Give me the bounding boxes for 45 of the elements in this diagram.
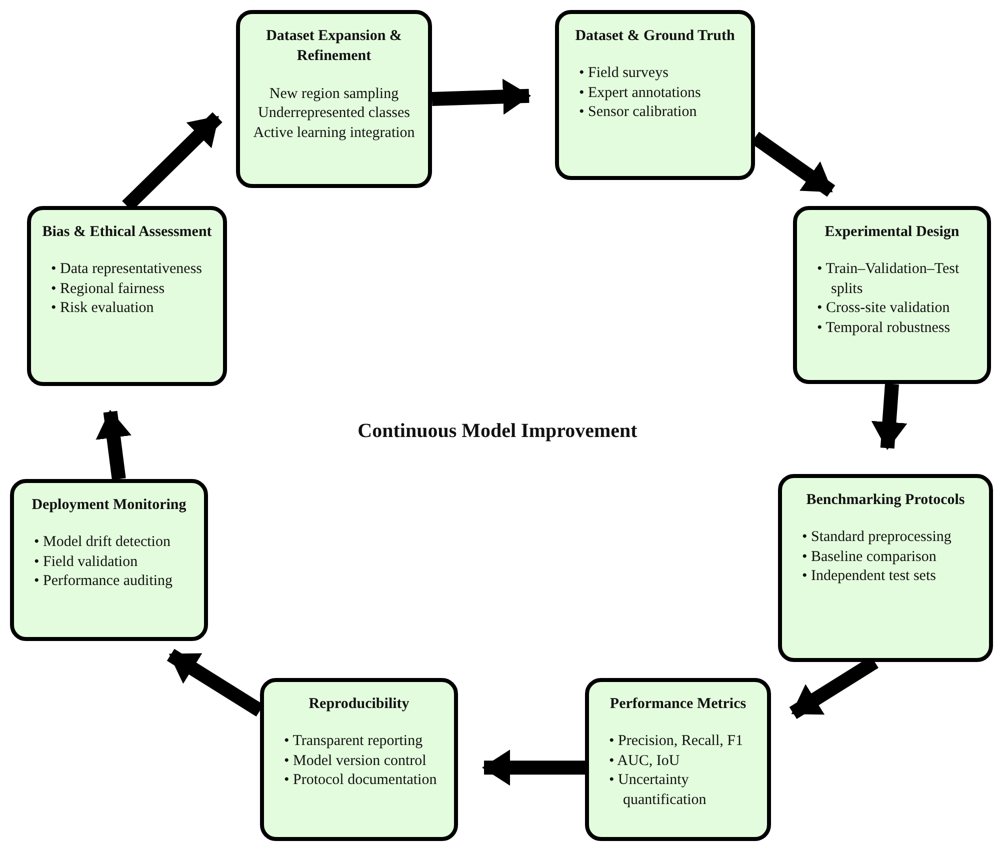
block-arrow (432, 78, 532, 115)
bullet-item: • Protocol documentation (284, 771, 438, 790)
bullet-item: • Temporal robustness (817, 318, 952, 338)
bullet-item: • AUC, IoU (609, 752, 681, 771)
box-text: Underrepresented classes (258, 104, 410, 123)
bullet-item: • Data representativeness (51, 260, 204, 280)
box-heading: Experimental Design (824, 223, 960, 242)
bullet-item: • Model version control (284, 752, 428, 771)
bullet-item: • Independent test sets (802, 567, 937, 586)
box-heading: Bias & Ethical Assessment (41, 223, 213, 242)
box-heading: Deployment Monitoring (30, 496, 188, 515)
bullet-item: • Precision, Recall, F1 (609, 732, 744, 752)
bullet-item: • Standard preprocessing (802, 528, 952, 548)
block-arrow (96, 410, 132, 480)
block-arrow (871, 383, 908, 450)
process-box (10, 479, 208, 641)
bullet-item: • Expert annotations (579, 84, 702, 103)
box-heading: Performance Metrics (608, 695, 748, 714)
bullet-item: • Train–Validation–Test splits (817, 260, 960, 299)
bullet-item: • Uncertainty quantification (609, 771, 708, 810)
bullet-item: • Model drift detection (34, 533, 172, 552)
process-box (260, 678, 458, 841)
box-heading: Dataset Expansion & Refinement (265, 27, 403, 66)
box-text: New region sampling (269, 84, 399, 104)
process-box (555, 10, 755, 180)
process-box (793, 206, 991, 384)
block-arrow (482, 750, 585, 786)
bullet-item: • Field validation (34, 552, 139, 572)
box-text: Active learning integration (253, 124, 415, 142)
bullet-item: • Transparent reporting (284, 732, 424, 752)
diagram-title: Continuous Model Improvement (356, 420, 638, 443)
process-box (27, 206, 227, 386)
box-heading: Dataset & Ground Truth (574, 27, 736, 46)
box-heading: Reproducibility (308, 695, 410, 714)
bullet-item: • Risk evaluation (51, 299, 155, 318)
process-box (778, 474, 993, 662)
bullet-item: • Sensor calibration (579, 103, 698, 122)
bullet-item: • Performance auditing (34, 572, 174, 592)
bullet-item: • Cross-site validation (817, 299, 951, 318)
bullet-item: • Baseline comparison (802, 548, 938, 567)
box-heading: Benchmarking Protocols (805, 491, 966, 510)
bullet-item: • Field surveys (579, 64, 670, 84)
process-box (585, 678, 771, 841)
process-box (236, 10, 432, 188)
bullet-item: • Regional fairness (51, 280, 166, 299)
